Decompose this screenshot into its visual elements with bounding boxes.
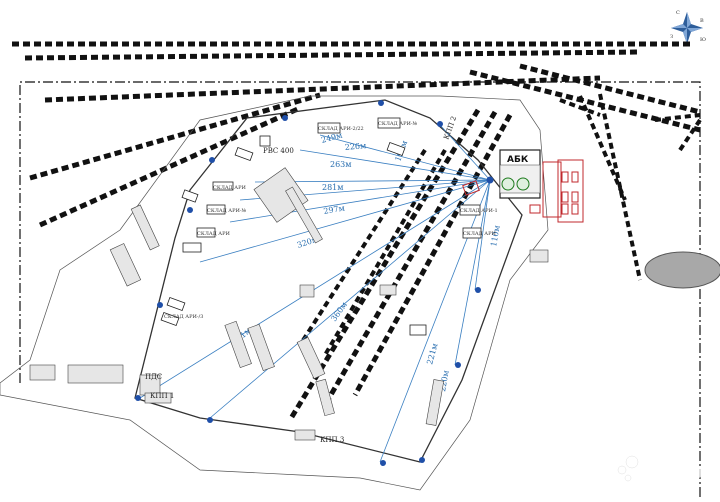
outer-terrain-edge (0, 95, 549, 491)
generator-icon (516, 177, 530, 191)
camera-icon (282, 115, 288, 121)
camera-icon (486, 176, 494, 184)
distance-label: 281м (322, 183, 344, 192)
camera-icon (437, 121, 443, 127)
kpp2-label: КПП 2 (442, 115, 458, 141)
camera-icon (419, 457, 425, 463)
kpp3-label: КПП 3 (320, 436, 344, 444)
warehouse-label: СКЛАД АРИ (213, 185, 246, 191)
distance-label: 226м (344, 141, 366, 152)
generator-icon (501, 177, 515, 191)
compass-west: З (670, 34, 673, 40)
pond (644, 251, 720, 289)
camera-icon (380, 460, 386, 466)
railway-tracks (12, 41, 702, 422)
camera-icon (135, 395, 141, 401)
warehouse-label: СКЛАД АРИ (463, 231, 496, 237)
compass-rose-icon: С В Ю З (670, 10, 706, 44)
distance-label: 297м (323, 203, 346, 216)
compass-north: С (676, 10, 680, 16)
kpp1-label: КПП 1 (150, 392, 174, 400)
avito-watermark-text: Avito (640, 459, 704, 484)
distance-label: 263м (330, 160, 352, 169)
warehouse-label: СКЛАД АРИ-№ (378, 121, 418, 127)
compass-south: Ю (700, 37, 706, 43)
distance-label: 360м (329, 300, 349, 323)
distance-label: 221м (425, 342, 439, 365)
camera-icon (209, 157, 215, 163)
fuel-tanks (462, 159, 584, 223)
pds-label: ПДС (145, 373, 162, 381)
camera-icon (207, 417, 213, 423)
abk-label: АБК (507, 155, 529, 165)
warehouse-label: СКЛАД АРИ-1 (460, 208, 498, 214)
warehouse-label: СКЛАД АРИ-/3 (164, 314, 203, 320)
camera-icon (378, 100, 384, 106)
camera-icon (157, 302, 163, 308)
warehouse-label: СКЛАД АРИ-№ (207, 208, 247, 214)
camera-markers (135, 100, 494, 466)
compass-east: В (700, 18, 704, 24)
property-boundary (19, 81, 701, 500)
camera-icon (187, 207, 193, 213)
warehouse-label: СКЛАД АРИ-2/22 (318, 126, 364, 132)
camera-icon (455, 362, 461, 368)
camera-icon (475, 287, 481, 293)
warehouse-label: СКЛАД АРИ (197, 231, 230, 237)
distance-label: 110м (489, 225, 502, 248)
buildings (29, 117, 549, 441)
avito-watermark: Avito (617, 455, 704, 484)
rvs-label: РВС 400 (263, 147, 294, 155)
